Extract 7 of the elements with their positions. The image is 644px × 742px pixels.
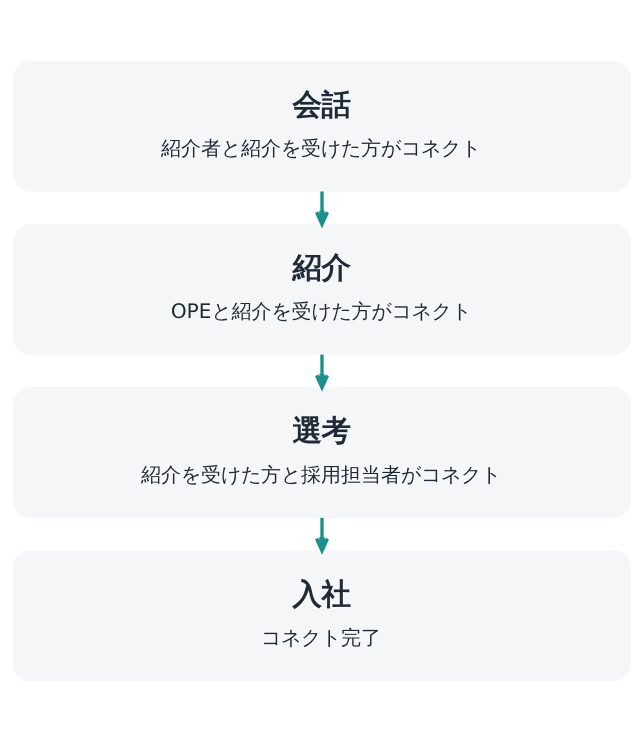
node-box: 紹介 OPEと紹介を受けた方がコネクト <box>13 224 631 355</box>
node-box: 入社 コネクト完了 <box>13 550 631 682</box>
arrow <box>314 354 330 390</box>
node-box: 選考 紹介を受けた方と採用担当者がコネクト <box>13 387 631 518</box>
node-box: 会話 紹介者と紹介を受けた方がコネクト <box>13 60 631 192</box>
arrow <box>314 191 330 226</box>
arrow <box>314 518 330 552</box>
